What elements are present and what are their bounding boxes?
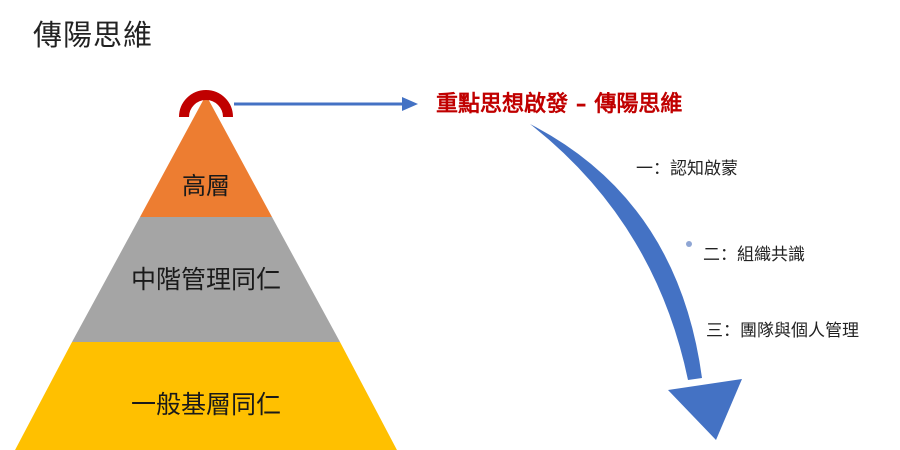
ring-icon <box>179 90 233 118</box>
headline: 重點思想啟發 – 傳陽思維 <box>436 92 683 117</box>
pyramid-label-middle: 中階管理同仁 <box>131 265 281 294</box>
pyramid-label-bottom: 一般基層同仁 <box>131 390 281 419</box>
step-1: 一：認知啟蒙 <box>636 159 738 179</box>
right-arrow-icon <box>234 97 418 111</box>
step-3: 三：團隊與個人管理 <box>706 321 859 341</box>
pyramid-tier-middle <box>72 217 340 342</box>
bullet-dot <box>686 241 692 247</box>
curved-down-arrow-icon <box>530 124 742 440</box>
pyramid-label-top: 高層 <box>182 172 230 200</box>
page-title: 傳陽思維 <box>33 18 154 52</box>
pyramid-tier-top <box>140 95 272 217</box>
pyramid-tier-bottom <box>15 342 397 450</box>
step-2: 二：組織共識 <box>703 245 805 265</box>
